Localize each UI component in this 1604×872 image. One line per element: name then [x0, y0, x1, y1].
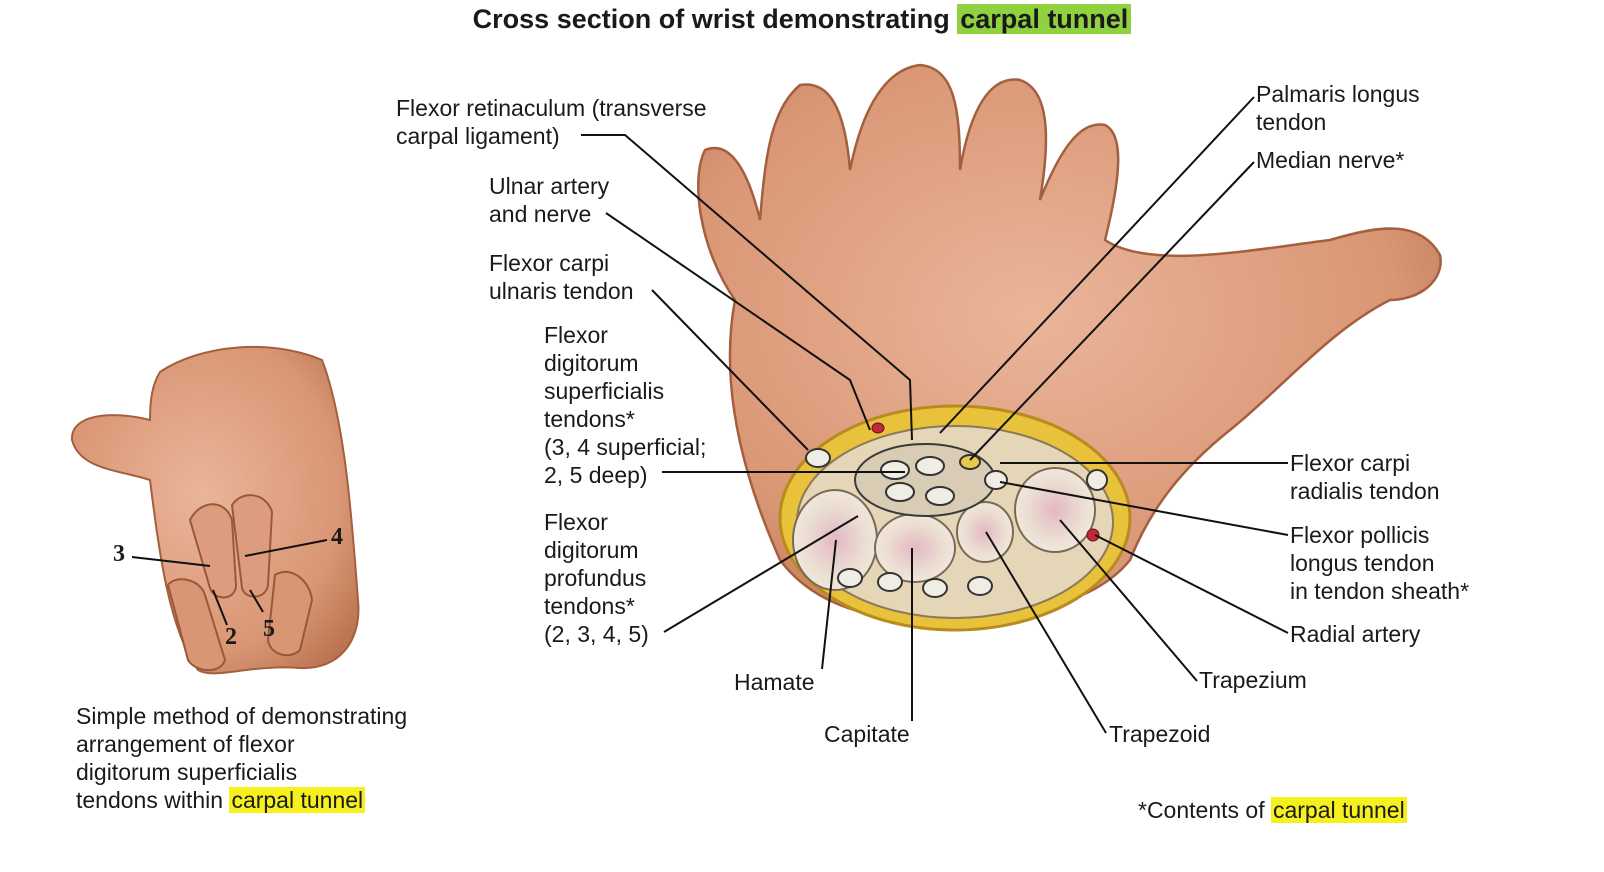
finger-number-3: 3: [113, 541, 125, 567]
finger-number-5: 5: [263, 616, 275, 642]
finger-number-2: 2: [225, 624, 237, 650]
label-hamate: Hamate: [734, 669, 815, 695]
label-trapezoid: Trapezoid: [1109, 721, 1211, 747]
label-ulnar-artery-nerve: Ulnar artery and nerve: [489, 173, 610, 227]
label-median-nerve: Median nerve*: [1256, 147, 1405, 173]
leader-median-nerve: [969, 161, 1255, 461]
extensor-tendon: [922, 578, 948, 598]
label-fds-tendons: Flexor digitorum superficialis tendons* …: [544, 322, 707, 488]
leader-fcu: [651, 289, 809, 451]
fds-tendon: [915, 456, 945, 476]
fdp-tendon: [925, 486, 955, 506]
finger-number-4: 4: [331, 524, 343, 550]
label-trapezium: Trapezium: [1199, 667, 1307, 693]
label-flexor-pollicis-longus: Flexor pollicis longus tendon in tendon …: [1290, 522, 1470, 604]
finger-4-shape: [230, 494, 274, 598]
label-radial-artery: Radial artery: [1290, 621, 1421, 647]
radial-artery-shape: [1086, 528, 1100, 542]
capitate-bone: [874, 513, 956, 583]
examiner-finger-right: [266, 570, 314, 657]
extensor-tendon: [967, 576, 993, 596]
fdp-tendon: [885, 482, 915, 502]
caption-highlight: carpal tunnel: [229, 787, 366, 813]
fcr-tendon: [984, 470, 1008, 490]
page-title: Cross section of wrist demonstrating car…: [0, 4, 1604, 35]
label-flexor-retinaculum: Flexor retinaculum (transverse carpal li…: [396, 95, 707, 149]
extensor-tendon: [837, 568, 863, 588]
leader-trapezium: [1059, 519, 1198, 682]
leader-flexor-retinaculum: [581, 134, 913, 441]
caption-text: Simple method of demonstrating arrangeme…: [76, 703, 408, 813]
small-hand-illustration: [70, 345, 360, 675]
fcu-tendon: [805, 448, 831, 468]
leader-fdp: [663, 515, 859, 633]
leader-trapezoid: [985, 531, 1107, 734]
extensor-tendon: [1086, 469, 1108, 491]
leader-finger-4: [244, 539, 328, 557]
label-capitate: Capitate: [824, 721, 910, 747]
label-flexor-carpi-radialis: Flexor carpi radialis tendon: [1290, 450, 1440, 504]
leader-finger-3: [131, 556, 211, 567]
footnote: *Contents of carpal tunnel: [1138, 797, 1407, 824]
leader-fpl: [999, 481, 1289, 536]
examiner-finger-left: [166, 578, 227, 672]
title-highlight: carpal tunnel: [957, 4, 1132, 34]
leader-hamate: [821, 539, 837, 670]
title-text: Cross section of wrist demonstrating: [472, 4, 950, 34]
leader-ulnar-artery: [605, 212, 871, 431]
label-fdp-tendons: Flexor digitorum profundus tendons* (2, …: [544, 509, 649, 647]
label-palmaris-longus: Palmaris longus tendon: [1256, 81, 1420, 135]
leader-palmaris: [939, 96, 1255, 434]
trapezium-bone: [1014, 467, 1096, 553]
label-flexor-carpi-ulnaris: Flexor carpi ulnaris tendon: [489, 250, 634, 304]
leader-finger-5: [249, 589, 264, 613]
median-nerve-shape: [959, 454, 981, 470]
extensor-tendon: [877, 572, 903, 592]
leader-radial-artery: [1094, 534, 1289, 634]
leader-lines: [131, 96, 1289, 734]
trapezoid-bone: [956, 501, 1014, 563]
leader-finger-2: [212, 589, 228, 626]
caption: Simple method of demonstrating arrangeme…: [76, 702, 407, 814]
footnote-text: *Contents of: [1138, 797, 1265, 823]
footnote-highlight: carpal tunnel: [1270, 797, 1407, 823]
fds-tendon: [880, 460, 910, 480]
ulnar-artery-shape: [871, 422, 885, 434]
